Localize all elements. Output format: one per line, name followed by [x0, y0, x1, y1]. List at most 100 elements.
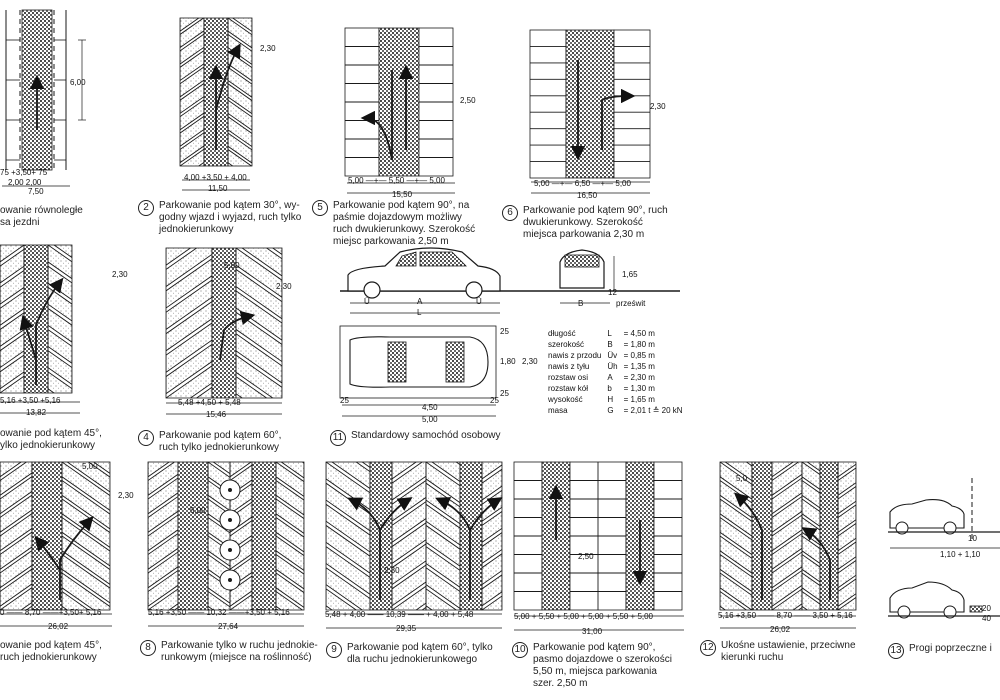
parking-stall	[0, 354, 24, 390]
parking-stall	[838, 412, 856, 439]
spec-label: rozstaw osi	[548, 373, 589, 382]
aisle	[378, 27, 420, 177]
parking-stall	[62, 479, 110, 530]
parking-stall	[482, 510, 502, 543]
spec-sym: G	[607, 406, 614, 415]
parking-stall	[361, 462, 370, 468]
parking-stall	[0, 245, 24, 263]
parking-stall	[148, 495, 178, 533]
parking-stall	[838, 559, 856, 589]
parking-stall	[802, 590, 820, 610]
dim-label: 7,50	[28, 187, 44, 196]
spec-label: nawis z przodu	[548, 351, 602, 360]
traffic-arrow	[801, 527, 831, 600]
stall-border	[61, 461, 111, 611]
parking-stall	[62, 590, 90, 610]
parking-stall	[230, 594, 252, 610]
caption-1: owanie równoległe sa jezdni	[0, 205, 83, 229]
spec-sym: Üv	[607, 351, 618, 360]
wheel	[465, 281, 483, 299]
caption-3-text: owanie pod kątem 45°, ylko jednokierunko…	[0, 428, 102, 451]
spec-value: = 1,65 m	[623, 395, 655, 404]
stall-border	[47, 244, 73, 394]
parking-stall	[230, 575, 252, 607]
parking-stall	[166, 248, 192, 266]
parking-stall	[772, 477, 802, 515]
spec-sym: B	[607, 340, 613, 349]
spec-label: masa	[548, 406, 568, 415]
parking-stall	[772, 423, 802, 459]
tree-mark	[228, 578, 232, 582]
spec-value: = 2,01 t ≙ 20 kN	[623, 406, 683, 415]
traffic-arrow	[59, 515, 94, 600]
parking-stall	[797, 606, 802, 610]
caption-9-number: 9	[326, 642, 342, 658]
spec-value: = 0,85 m	[623, 351, 655, 360]
dim-label: 5,00 + 5,50 + 5,00 + 5,00 + 5,50 + 5,00	[514, 612, 654, 621]
parking-stall	[166, 322, 212, 373]
spec-sym: L	[607, 329, 612, 338]
parking-stall	[25, 605, 32, 610]
dim-label: 26,02	[48, 622, 69, 631]
parking-stall	[838, 596, 856, 610]
diagonal-stalls	[228, 18, 252, 166]
stall-border	[481, 461, 503, 611]
caption-12-text: Ukośne ustawienie, przeciwne kierunki ru…	[721, 640, 856, 663]
wheel	[363, 281, 381, 299]
dim-label: 5,48 + 4,00 —— 10,39 —— + 4,00 + 5,48	[325, 610, 474, 619]
aisle	[459, 461, 483, 611]
dim-label: 12	[608, 288, 617, 297]
diagonal-stalls	[772, 386, 802, 610]
parking-stall	[0, 375, 24, 393]
dim-label: 13,82	[26, 408, 47, 417]
parking-stall	[0, 494, 32, 533]
caption-11-text: Standardowy samochód osobowy	[351, 430, 501, 441]
parking-stall	[772, 404, 802, 440]
dim-label: 2,30	[112, 270, 128, 279]
parking-stall	[208, 590, 230, 610]
diagonal-stalls	[276, 462, 304, 610]
parking-stall	[720, 666, 752, 700]
parking-stall	[148, 462, 170, 478]
caption-12-number: 12	[700, 640, 716, 656]
parking-stall	[0, 531, 32, 570]
caption-5-number: 5	[312, 200, 328, 216]
wheel	[943, 521, 957, 535]
parking-stall	[482, 595, 502, 610]
parking-stall	[772, 386, 802, 422]
parking-stall	[228, 132, 252, 164]
caption-6-text: Parkowanie pod kątem 90°, ruch dwukierun…	[523, 205, 668, 240]
spec-row: nawis z przodu Üv = 0,85 m	[548, 350, 689, 361]
parking-stall	[66, 462, 110, 493]
spec-label: długość	[548, 329, 576, 338]
parking-stall	[166, 279, 212, 330]
parking-stall	[231, 18, 252, 33]
spec-label: szerokość	[548, 340, 585, 349]
dim-label: 5,16 +3,50 —— 8,70 —— 3,50 + 5,16	[718, 611, 853, 620]
parking-stall	[482, 532, 502, 565]
dim-label: 0 —— 8,70 ——+3,50+ 5,16	[0, 608, 102, 617]
parking-stall	[53, 245, 72, 259]
parking-stall	[166, 248, 212, 288]
parking-stall	[724, 462, 752, 482]
parking-stall	[228, 99, 252, 131]
spec-label: wysokość	[548, 395, 583, 404]
dim-label: 2,30	[276, 282, 292, 291]
parking-stall	[92, 462, 110, 474]
traffic-arrow	[34, 535, 61, 571]
dim-label: 26,02	[770, 625, 791, 634]
caption-8-number: 8	[140, 640, 156, 656]
tree-mark	[228, 488, 232, 492]
parking-stall	[838, 578, 856, 607]
parking-stall	[148, 477, 178, 515]
parking-stall-row	[529, 29, 567, 179]
parking-stall	[0, 291, 24, 326]
parking-stall	[276, 462, 304, 497]
parking-stall	[0, 513, 32, 552]
diagonal-stalls	[180, 18, 204, 166]
